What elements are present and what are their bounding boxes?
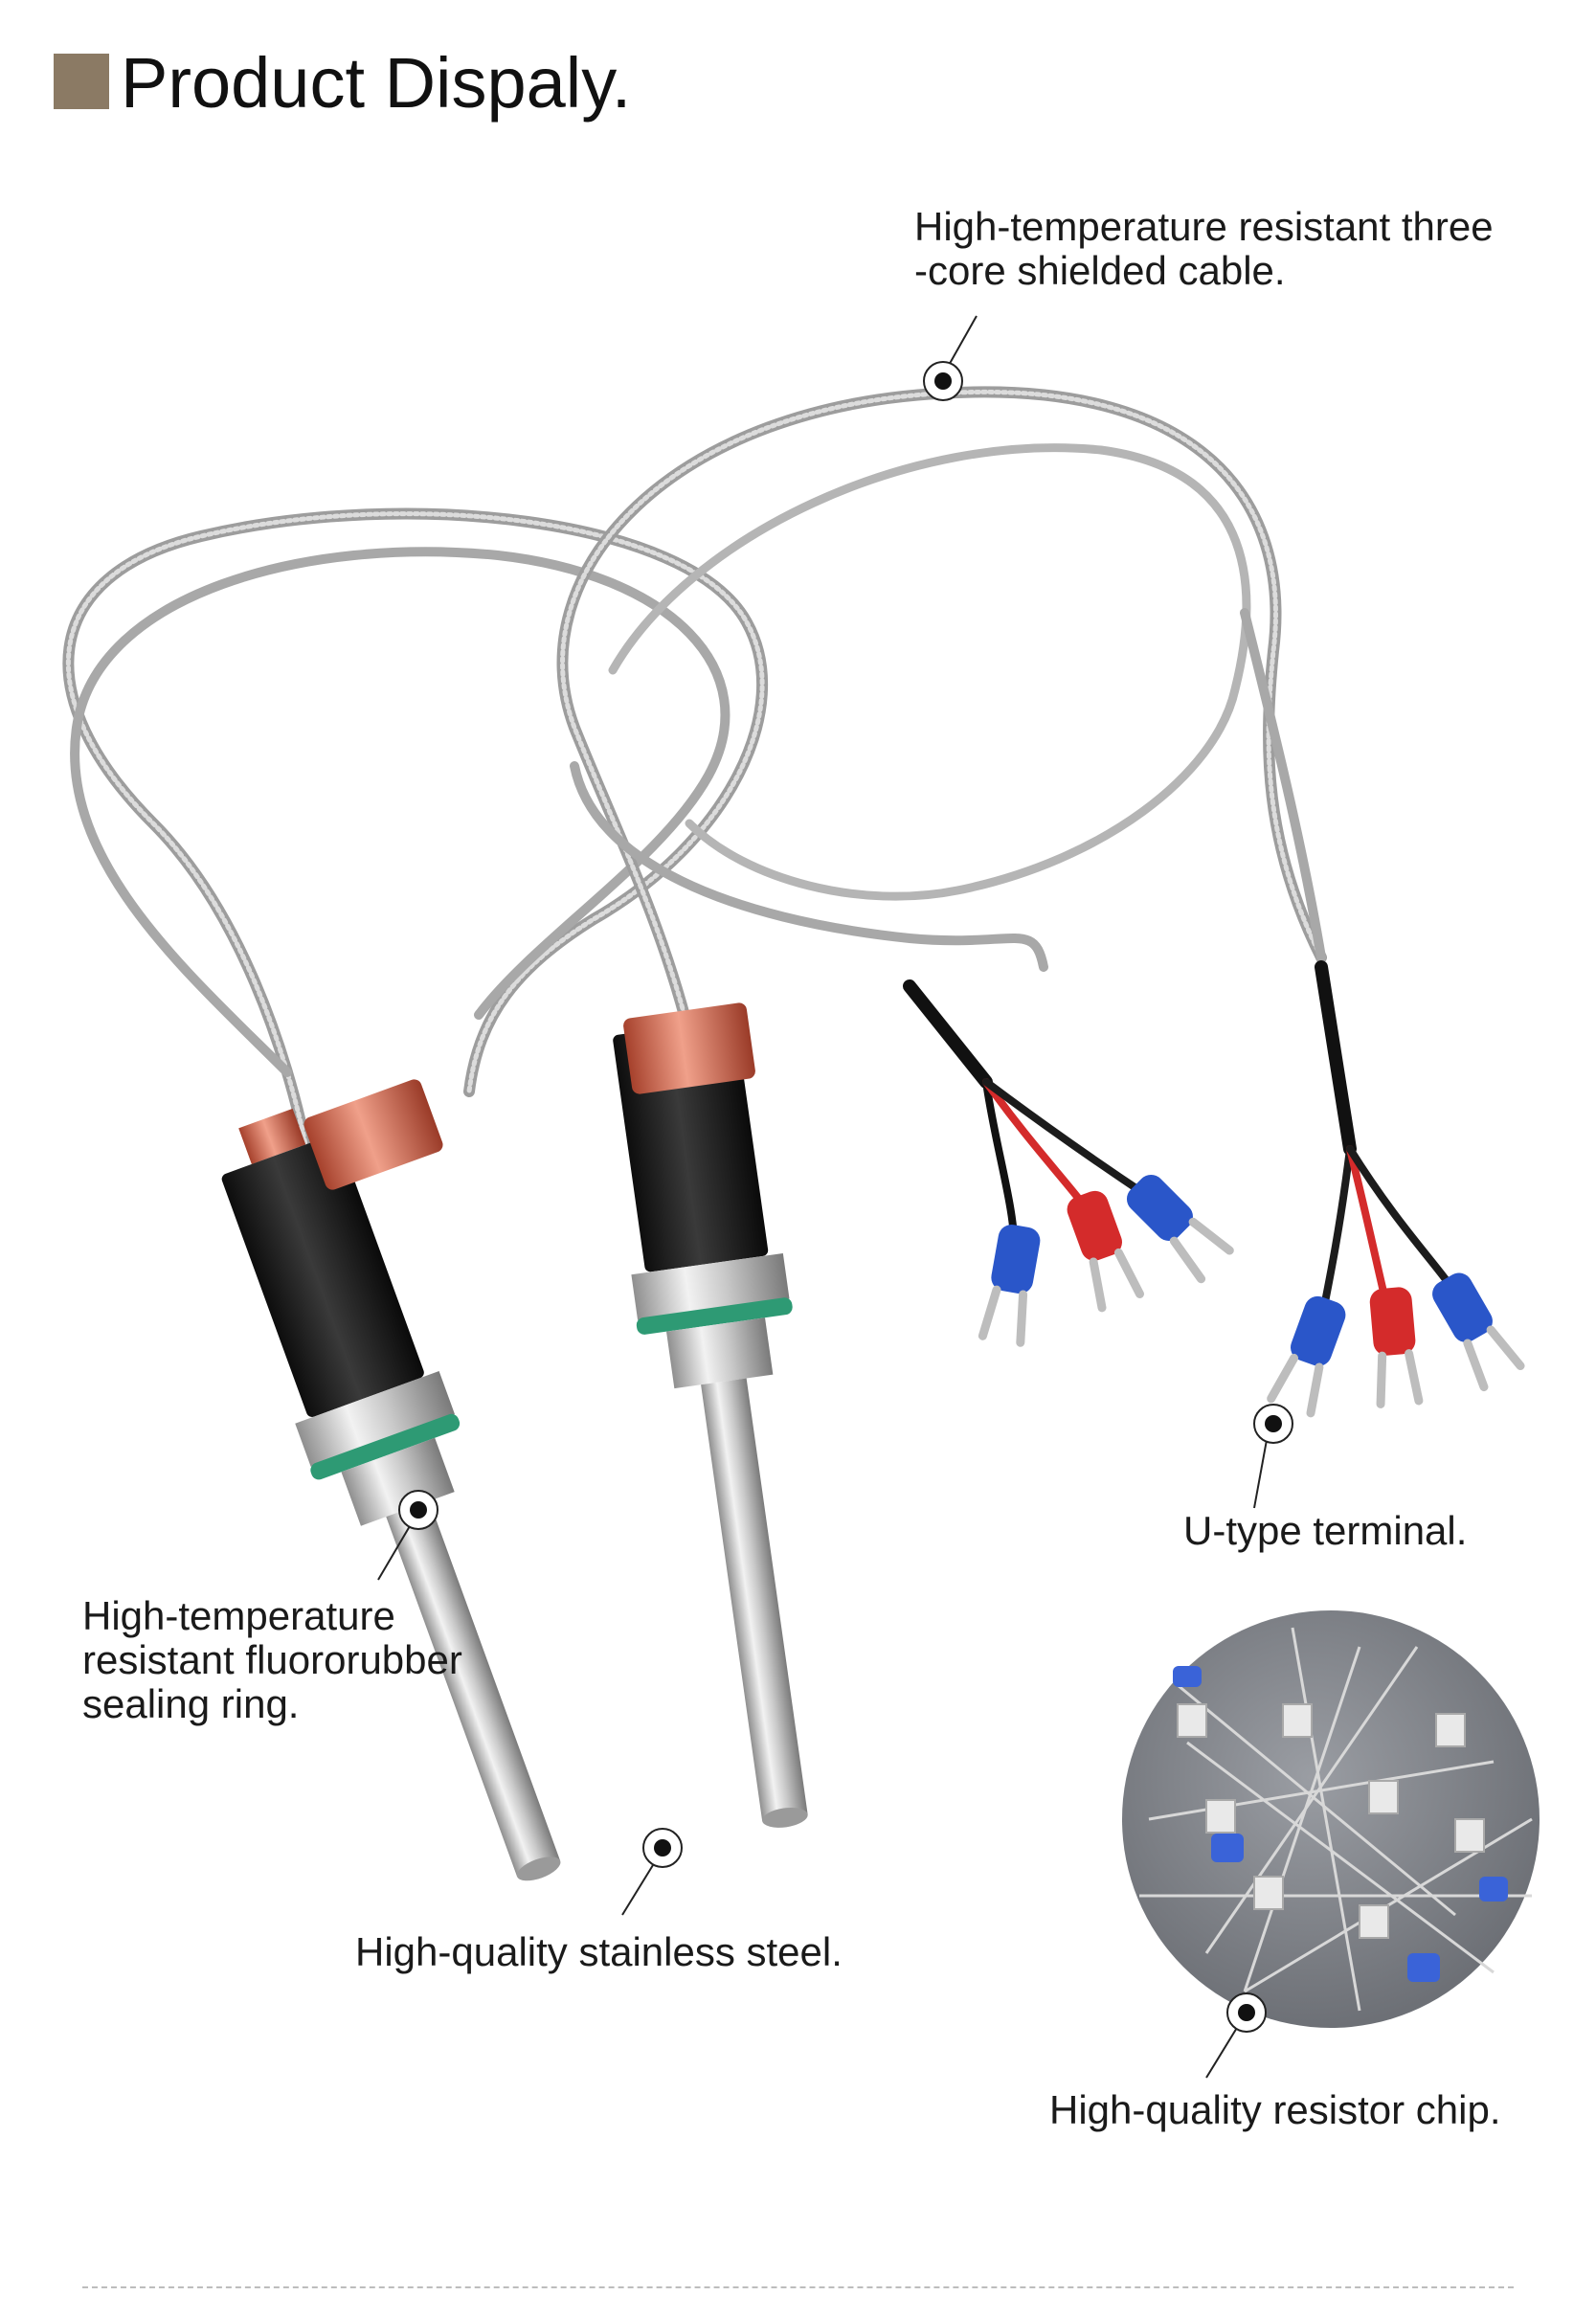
callout-markers — [398, 361, 1293, 2033]
callout-terminal: U-type terminal. — [1183, 1509, 1467, 1553]
shielded-cable — [62, 386, 1327, 1155]
wire-leads-2 — [1315, 960, 1459, 1325]
callout-sealing-ring: High-temperature resistant fluororubber … — [82, 1594, 462, 1726]
u-type-terminals — [978, 1174, 1525, 1418]
callout-terminal-line-1: U-type terminal. — [1183, 1508, 1468, 1553]
callout-resistor: High-quality resistor chip. — [1049, 2088, 1501, 2132]
title-square-icon — [54, 54, 109, 109]
callout-sealing-ring-line-3: sealing ring. — [82, 1681, 300, 1726]
callout-cable-line-1: High-temperature resistant three — [914, 204, 1494, 249]
sensor-right — [613, 1019, 808, 1828]
callout-sealing-ring-line-2: resistant fluororubber — [82, 1637, 462, 1682]
target-icon-sealing-ring — [398, 1490, 438, 1530]
callout-sealing-ring-line-1: High-temperature — [82, 1593, 395, 1638]
sensor-left-band — [303, 1079, 443, 1190]
page-title: Product Dispaly. — [121, 43, 632, 123]
callout-steel: High-quality stainless steel. — [355, 1930, 843, 1974]
target-icon-steel — [642, 1828, 683, 1868]
callout-resistor-line-1: High-quality resistor chip. — [1049, 2087, 1501, 2132]
dashed-divider — [82, 2286, 1514, 2288]
target-icon-resistor — [1226, 1992, 1267, 2033]
sensor-left — [221, 1108, 561, 1881]
wire-leads-1 — [903, 979, 1153, 1258]
target-icon-terminal — [1253, 1404, 1293, 1444]
sensor-right-band — [623, 1002, 755, 1094]
resistor-chip-photo — [1122, 1610, 1540, 2028]
callout-cable: High-temperature resistant three -core s… — [914, 205, 1494, 293]
callout-steel-line-1: High-quality stainless steel. — [355, 1929, 843, 1974]
target-icon-cable — [923, 361, 963, 401]
callout-cable-line-2: -core shielded cable. — [914, 248, 1286, 293]
